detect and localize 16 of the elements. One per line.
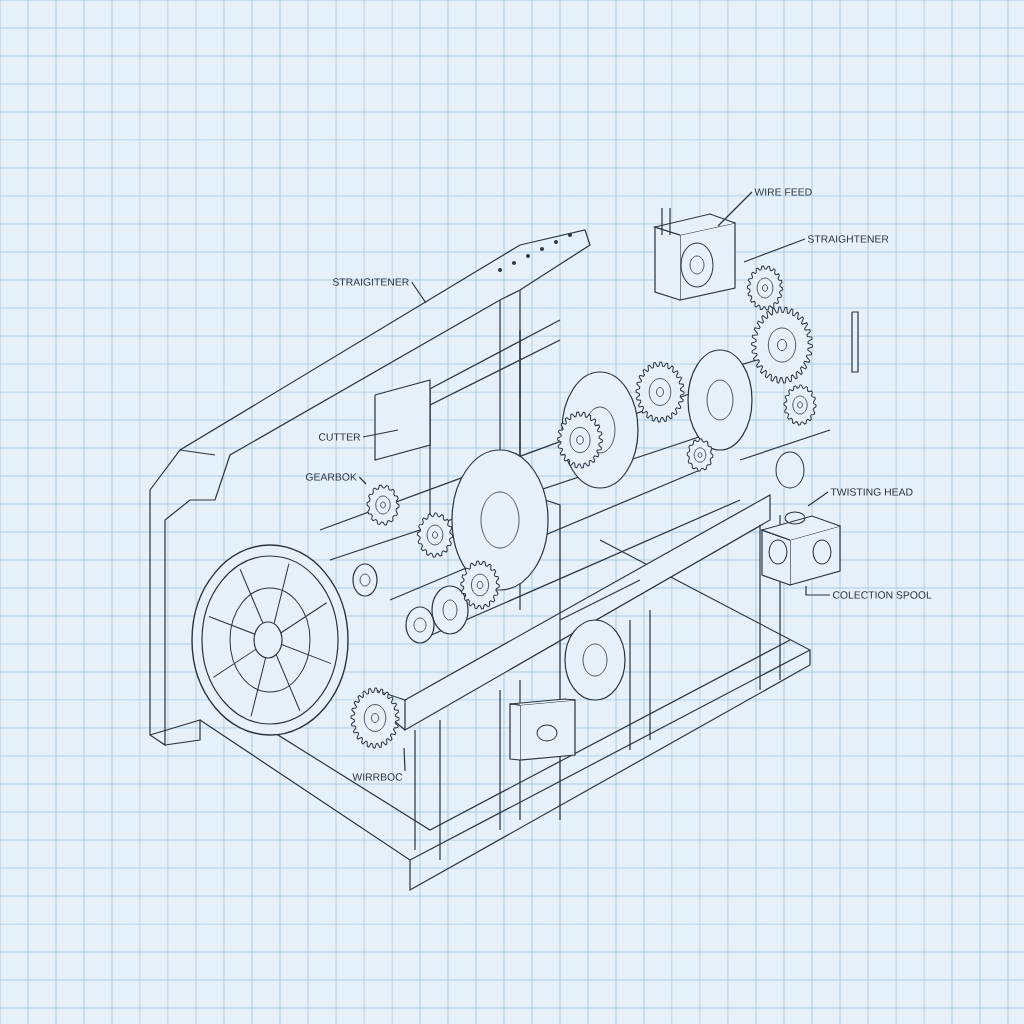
- part-label: STRAIGITENER: [332, 278, 409, 286]
- part-label: COLECTION SPOOL: [832, 591, 932, 599]
- leader-line: [743, 238, 806, 263]
- leader-line: [411, 281, 427, 304]
- part-label: WIRE FEED: [754, 188, 812, 196]
- part-label: TWISTING HEAD: [830, 488, 913, 496]
- leader-line: [403, 747, 406, 772]
- leader-line: [362, 429, 399, 438]
- leader-line: [717, 191, 753, 227]
- part-label: GEARBOK: [305, 473, 357, 481]
- leader-line: [805, 585, 831, 596]
- leader-line: [358, 476, 367, 485]
- part-label: CUTTER: [318, 433, 361, 441]
- part-label: WIRRBOC: [352, 773, 403, 781]
- leader-line: [807, 491, 829, 507]
- part-label: STRAIGHTENER: [807, 235, 889, 243]
